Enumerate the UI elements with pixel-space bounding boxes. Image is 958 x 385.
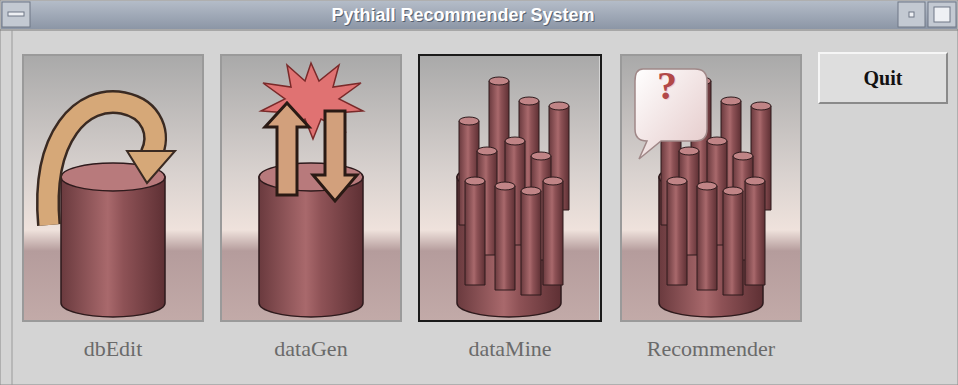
icon-button: dbEdit xyxy=(22,54,204,322)
icon-button: Recommender xyxy=(620,54,802,322)
button-label: Recommender xyxy=(602,336,820,362)
title-bar: PythiaII Recommender System xyxy=(32,2,894,28)
button-text: Quit xyxy=(864,67,903,90)
datamine-icon xyxy=(419,55,599,320)
button-label: dbEdit xyxy=(4,336,222,362)
help-symbol: ? xyxy=(657,62,677,109)
window-title: PythiaII Recommender System xyxy=(331,5,594,26)
icon-button: dataMine xyxy=(418,54,602,322)
quit-button: Quit xyxy=(818,52,948,104)
dbedit-icon xyxy=(23,55,203,320)
button-label: dataMine xyxy=(400,336,620,362)
icon-button: dataGen xyxy=(220,54,402,322)
button-label: dataGen xyxy=(202,336,420,362)
recommender-icon xyxy=(621,55,801,320)
datagen-icon xyxy=(221,55,401,320)
